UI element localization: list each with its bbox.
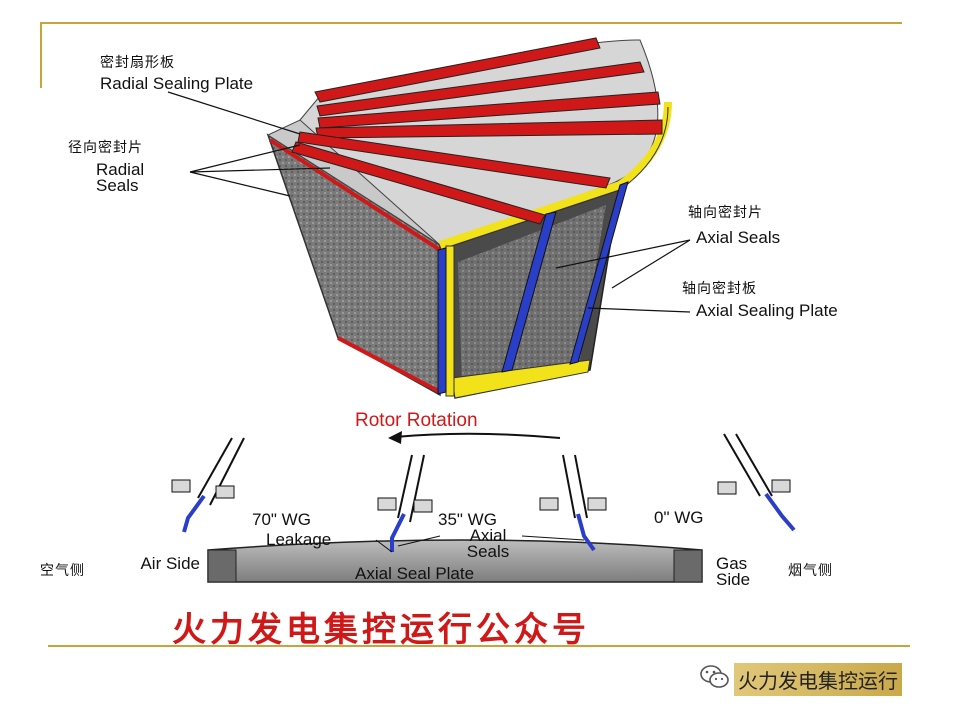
axial-sealing-plate-label: Axial Sealing Plate xyxy=(696,301,838,320)
pressure-0-label: 0" WG xyxy=(654,508,704,527)
axial-seal-strips xyxy=(437,181,629,395)
bottom-axial-seals-label: Axial Seals xyxy=(466,526,510,561)
watermark: 火力发电集控运行 xyxy=(700,662,902,696)
air-side-zh-label: 空气侧 xyxy=(40,563,85,579)
watermark-text: 火力发电集控运行 xyxy=(734,662,902,696)
radial-sealing-plate-zh-label: 密封扇形板 xyxy=(100,55,175,71)
wechat-icon xyxy=(700,664,730,694)
leader-lines xyxy=(167,91,691,313)
top-rule xyxy=(40,22,902,24)
footer-title: 火力发电集控运行公众号 xyxy=(172,610,590,650)
bottom-rule xyxy=(48,645,910,647)
bottom-leader-lines xyxy=(375,535,585,553)
air-side-label: Air Side xyxy=(140,554,200,573)
diaphragm-seal-1 xyxy=(171,437,245,533)
radial-sealing-plate-label: Radial Sealing Plate xyxy=(100,74,254,93)
rotation-arrow xyxy=(388,431,561,444)
gas-side-zh-label: 烟气侧 xyxy=(788,563,833,579)
diaphragm-seal-4 xyxy=(717,433,796,532)
axial-seal-plate xyxy=(207,539,703,583)
leakage-label: Leakage xyxy=(266,530,332,549)
pressure-70-label: 70" WG xyxy=(252,510,311,529)
diaphragm-seal-2 xyxy=(377,454,433,552)
axial-seals-zh-label: 轴向密封片 xyxy=(688,205,763,221)
gas-side-label: Gas Side xyxy=(716,554,751,589)
rotor-rotation-label: Rotor Rotation xyxy=(355,410,478,431)
radial-seals-label: Radial Seals xyxy=(96,160,145,195)
axial-seals-label: Axial Seals xyxy=(696,228,781,247)
left-rule xyxy=(40,22,42,88)
radial-seal-strips xyxy=(291,37,663,225)
diaphragm-seal-3 xyxy=(539,454,607,552)
axial-seal-plate-label: Axial Seal Plate xyxy=(355,564,475,583)
radial-seals-zh-label: 径向密封片 xyxy=(68,140,143,156)
pressure-35-label: 35" WG xyxy=(438,510,497,529)
axial-sealing-plate-zh-label: 轴向密封板 xyxy=(682,281,757,297)
